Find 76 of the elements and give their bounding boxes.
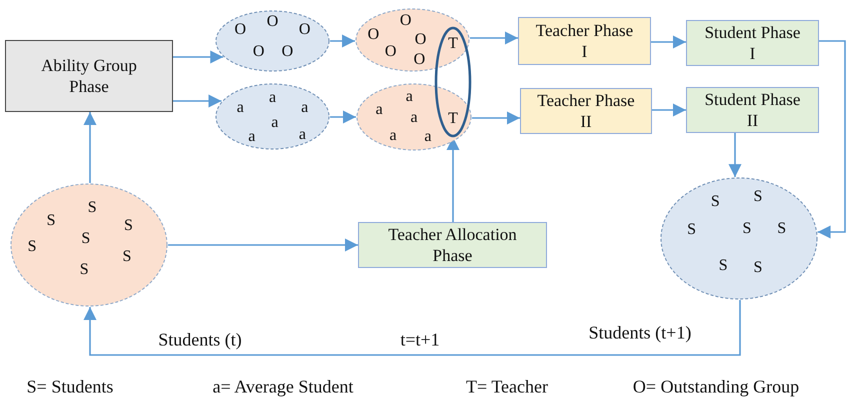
member-letter: O	[266, 14, 278, 30]
arrow	[84, 112, 96, 183]
group-ellipse	[356, 83, 472, 151]
process-box	[518, 17, 651, 65]
member-letter: O	[252, 44, 264, 60]
phase-label: Teacher Allocation Phase	[387, 224, 518, 266]
group-ellipse	[660, 177, 818, 300]
member-letter: a	[268, 90, 276, 106]
process-box	[520, 88, 652, 134]
member-letter: S	[124, 218, 133, 234]
key-entry: S= Students	[26, 376, 114, 398]
member-letter: S	[88, 200, 97, 216]
member-letter: S	[80, 262, 89, 278]
member-letter: a	[236, 100, 244, 116]
member-letter: O	[400, 12, 412, 29]
group-ellipse	[10, 183, 168, 307]
arrow	[168, 238, 358, 252]
member-letter: a	[410, 110, 418, 126]
member-letter: S	[754, 260, 762, 276]
group-ellipse	[215, 83, 330, 150]
member-letter: a	[248, 128, 256, 145]
arrow	[330, 34, 356, 48]
member-letter: S	[742, 220, 752, 237]
member-letter: S	[687, 222, 696, 238]
member-letter: O	[368, 26, 380, 43]
member-letter: a	[390, 128, 397, 144]
process-box	[5, 40, 173, 112]
arrow	[470, 32, 518, 44]
arrow	[330, 110, 356, 124]
arrow	[651, 36, 686, 48]
member-letter: O	[414, 32, 426, 48]
member-letter: S	[81, 230, 90, 247]
key-entry: a= Average Student	[212, 376, 354, 398]
arrow	[84, 300, 741, 356]
arrow	[728, 133, 742, 178]
key-entry: T= Teacher	[466, 376, 548, 398]
group-ellipse	[215, 10, 330, 72]
member-letter: O	[414, 52, 426, 68]
member-letter: S	[754, 188, 762, 205]
member-letter: O	[298, 22, 310, 38]
member-letter: a	[298, 127, 306, 144]
phase-label: Ability Group Phase	[40, 54, 138, 98]
arrow	[173, 94, 222, 108]
member-letter: S	[710, 194, 720, 210]
arrow	[173, 50, 224, 64]
member-letter: a	[406, 88, 413, 105]
member-letter: O	[384, 44, 396, 60]
loop-label: Students (t)	[158, 330, 242, 350]
member-letter: O	[282, 44, 294, 60]
arrow	[652, 104, 686, 116]
process-box	[686, 87, 819, 133]
process-box	[686, 20, 819, 66]
phase-label: Teacher Phase I	[534, 20, 634, 62]
group-ellipse	[355, 8, 470, 72]
member-letter: S	[46, 213, 56, 230]
member-letter: S	[777, 220, 786, 237]
phase-label: Teacher Phase II	[536, 90, 636, 132]
arrow	[818, 40, 846, 238]
teacher-ring	[435, 27, 471, 137]
member-letter: S	[718, 258, 728, 274]
member-letter: a	[424, 129, 432, 146]
phase-label: Student Phase II	[704, 88, 802, 132]
teacher-letter: T	[448, 111, 458, 128]
key-entry: O= Outstanding Group	[632, 376, 800, 398]
member-letter: O	[234, 22, 246, 38]
loop-label: Students (t+1)	[588, 322, 692, 344]
member-letter: S	[28, 239, 37, 256]
teacher-letter: T	[448, 36, 458, 52]
arrow	[472, 112, 520, 124]
process-box	[358, 222, 547, 268]
member-letter: a	[376, 102, 383, 118]
member-letter: a	[271, 115, 278, 132]
phase-label: Student Phase I	[704, 22, 802, 64]
loop-label: t=t+1	[400, 330, 440, 350]
member-letter: a	[301, 100, 308, 116]
member-letter: S	[122, 249, 132, 266]
